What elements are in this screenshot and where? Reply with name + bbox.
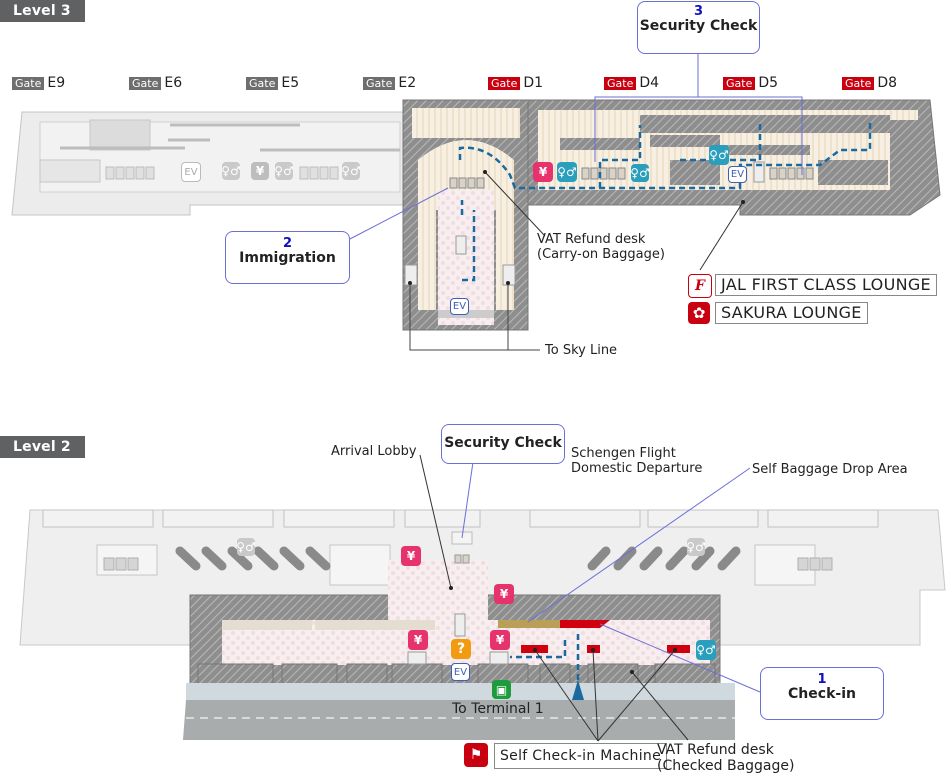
currency-exchange-icon: ¥ <box>533 162 553 182</box>
information-icon: ? <box>451 639 471 659</box>
level3-leader-lines <box>347 170 745 351</box>
gate-badge: Gate <box>723 76 756 90</box>
check-in-callout: 1 Check-in <box>760 667 884 720</box>
gate-badge: Gate <box>488 76 521 90</box>
elevator-icon: EV <box>450 298 469 315</box>
label-line: Domestic Departure <box>571 461 703 476</box>
restroom-icon: ♀♂ <box>630 164 650 182</box>
jal-first-class-lounge-label: JAL FIRST CLASS LOUNGE <box>715 274 937 296</box>
level3-security-bracket <box>594 52 803 175</box>
elevator-icon: EV <box>728 166 747 183</box>
label-line: VAT Refund desk <box>657 742 774 758</box>
restroom-icon: ♀♂ <box>236 538 256 556</box>
level-2-tag: Level 2 <box>0 436 85 458</box>
restroom-icon: ♀♂ <box>557 162 577 182</box>
level3-central-core <box>402 99 529 331</box>
self-baggage-drop-label: Self Baggage Drop Area <box>752 462 908 477</box>
restroom-icon: ♀♂ <box>341 162 361 180</box>
currency-exchange-icon: ¥ <box>401 546 421 566</box>
label-line: Schengen Flight <box>571 446 676 461</box>
to-terminal-1-label: To Terminal 1 <box>452 701 544 717</box>
vat-refund-carry-on-label: VAT Refund desk (Carry-on Baggage) <box>537 232 665 262</box>
elevator-icon: EV <box>181 162 201 182</box>
restroom-icon: ♀♂ <box>696 640 716 660</box>
gate-id: D5 <box>758 75 779 91</box>
gate-id: E6 <box>164 75 183 91</box>
currency-exchange-icon: ¥ <box>494 584 514 604</box>
step-number: 1 <box>817 672 827 687</box>
vat-refund-checked-label: VAT Refund desk (Checked Baggage) <box>657 742 794 774</box>
level-3-tag: Level 3 <box>0 0 85 22</box>
level3-route-path <box>458 120 872 282</box>
security-check-callout-l3: 3 Security Check <box>637 1 760 54</box>
level3-west-wing <box>11 111 411 216</box>
sakura-lounge-label: SAKURA LOUNGE <box>715 302 868 324</box>
gate-id: D4 <box>639 75 660 91</box>
self-check-in-icon: ⚑ <box>464 743 488 767</box>
callout-label: Security Check <box>444 435 562 451</box>
baggage-carousels <box>175 546 741 571</box>
restroom-icon: ♀♂ <box>709 145 729 165</box>
gate-badge: Gate <box>129 76 162 90</box>
level2-leader-lines <box>419 454 761 742</box>
label-line: (Checked Baggage) <box>657 758 795 774</box>
step-number: 3 <box>693 4 704 19</box>
jal-first-class-icon: F <box>688 274 712 298</box>
gate-id: E2 <box>398 75 417 91</box>
level3-east-wing <box>527 99 941 216</box>
security-check-callout-l2: Security Check <box>441 424 565 464</box>
gate-id: E5 <box>281 75 300 91</box>
entrance-arrow <box>572 680 584 700</box>
schengen-domestic-label: Schengen Flight Domestic Departure <box>571 446 702 476</box>
self-check-in-machine-label: Self Check-in Machine <box>494 743 668 769</box>
gate-id: D8 <box>877 75 898 91</box>
level2-departure-hall <box>189 531 721 686</box>
sakura-lounge-icon: ✿ <box>688 302 710 324</box>
gate-id: D1 <box>523 75 544 91</box>
immigration-callout: 2 Immigration <box>225 231 350 284</box>
label-line: (Carry-on Baggage) <box>537 247 665 262</box>
gate-badge: Gate <box>604 76 637 90</box>
gate-id: E9 <box>47 75 66 91</box>
to-sky-line-label: To Sky Line <box>545 343 618 358</box>
callout-label: Security Check <box>639 18 758 34</box>
restroom-icon: ♀♂ <box>686 538 706 556</box>
currency-exchange-icon: ¥ <box>408 630 428 650</box>
restroom-icon: ♀♂ <box>221 162 241 180</box>
currency-exchange-icon: ¥ <box>251 162 269 180</box>
restroom-icon: ♀♂ <box>274 162 294 180</box>
gate-badge: Gate <box>363 76 396 90</box>
callout-label: Immigration <box>239 250 336 266</box>
gate-badge: Gate <box>842 76 875 90</box>
currency-exchange-icon: ¥ <box>490 630 510 650</box>
callout-label: Check-in <box>788 686 856 702</box>
step-number: 2 <box>282 236 293 251</box>
gate-badge: Gate <box>246 76 279 90</box>
label-line: VAT Refund desk <box>537 232 646 247</box>
elevator-icon: EV <box>451 663 470 681</box>
arrival-lobby-label: Arrival Lobby <box>331 444 417 459</box>
bus-icon: ▣ <box>492 680 511 699</box>
gate-badge: Gate <box>12 76 45 90</box>
